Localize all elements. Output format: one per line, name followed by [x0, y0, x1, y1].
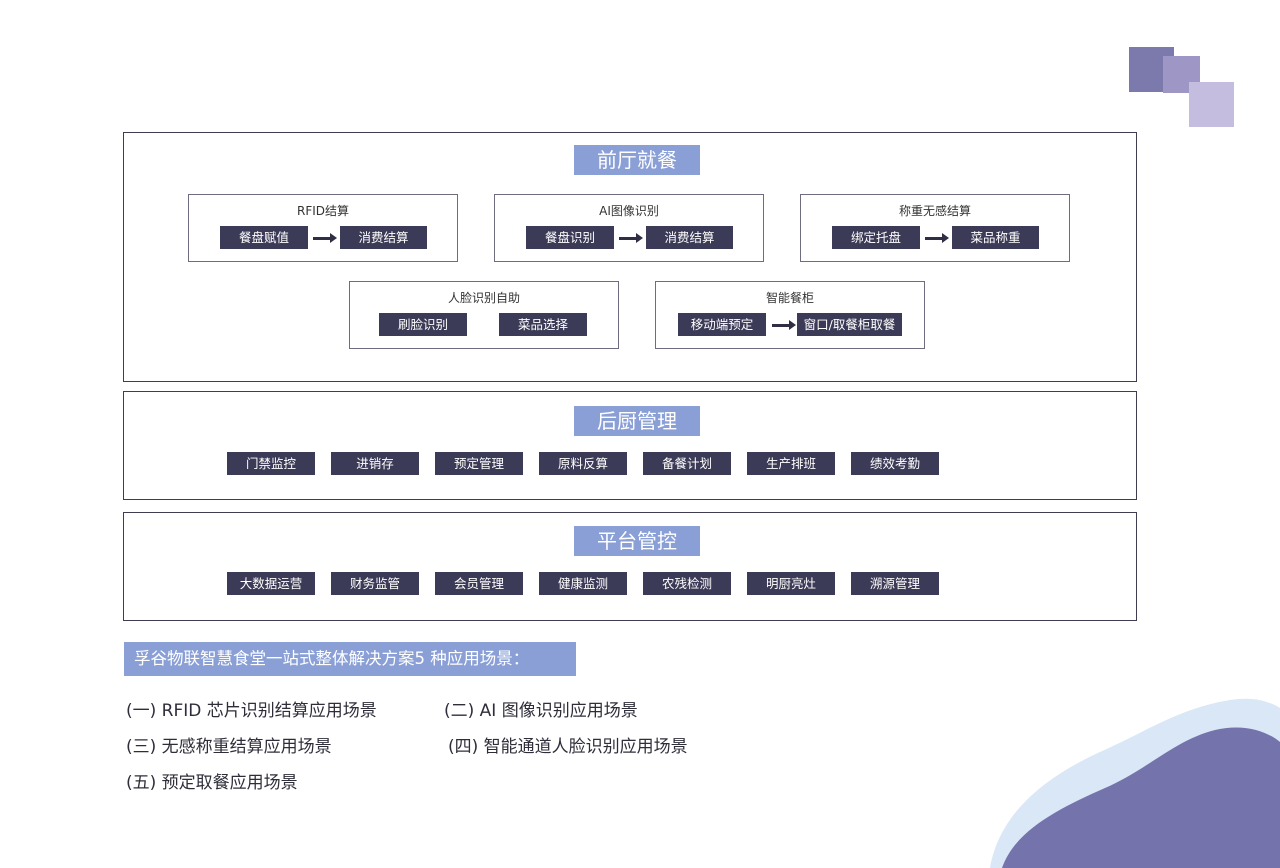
kitchen-item: 原料反算 [539, 452, 627, 475]
group-title: RFID结算 [296, 204, 350, 218]
kitchen-item: 门禁监控 [227, 452, 315, 475]
panel-title: 后厨管理 [574, 406, 700, 436]
kitchen-item: 预定管理 [435, 452, 523, 475]
arrow-right-icon [925, 233, 949, 243]
scene-item: (三) 无感称重结算应用场景 [126, 737, 332, 757]
group-rfid: RFID结算 餐盘赋值 消费结算 [188, 194, 458, 262]
platform-item: 大数据运营 [227, 572, 315, 595]
chip-consume-settle: 消费结算 [646, 226, 733, 249]
kitchen-item: 备餐计划 [643, 452, 731, 475]
platform-item: 财务监管 [331, 572, 419, 595]
kitchen-item: 绩效考勤 [851, 452, 939, 475]
kitchen-item: 生产排班 [747, 452, 835, 475]
chip-tray-assign: 餐盘赋值 [220, 226, 308, 249]
decor-square-light [1189, 82, 1234, 127]
panel-title: 平台管控 [574, 526, 700, 556]
platform-item: 溯源管理 [851, 572, 939, 595]
kitchen-item: 进销存 [331, 452, 419, 475]
chip-dish-weigh: 菜品称重 [952, 226, 1039, 249]
arrow-right-icon [619, 233, 643, 243]
group-smart-cabinet: 智能餐柜 移动端预定 窗口/取餐柜取餐 [655, 281, 925, 349]
group-face: 人脸识别自助 刷脸识别 菜品选择 [349, 281, 619, 349]
scene-item: (四) 智能通道人脸识别应用场景 [448, 737, 688, 757]
panel-title: 前厅就餐 [574, 145, 700, 175]
group-ai: AI图像识别 餐盘识别 消费结算 [494, 194, 764, 262]
group-title: 智能餐柜 [765, 291, 814, 305]
group-title: AI图像识别 [599, 204, 659, 218]
scene-item: (二) AI 图像识别应用场景 [444, 701, 638, 721]
panel-front-dining: 前厅就餐 RFID结算 餐盘赋值 消费结算 AI图像识别 餐盘识别 消费结算 称… [123, 132, 1137, 382]
chip-mobile-reserve: 移动端预定 [678, 313, 766, 336]
arrow-right-icon [772, 320, 796, 330]
arrow-right-icon [313, 233, 337, 243]
chip-pickup: 窗口/取餐柜取餐 [797, 313, 902, 336]
scene-item: (五) 预定取餐应用场景 [126, 773, 298, 793]
decor-wave [990, 698, 1280, 868]
platform-item: 健康监测 [539, 572, 627, 595]
scene-item: (一) RFID 芯片识别结算应用场景 [126, 701, 377, 721]
panel-kitchen: 后厨管理 门禁监控 进销存 预定管理 原料反算 备餐计划 生产排班 绩效考勤 [123, 391, 1137, 500]
platform-item: 明厨亮灶 [747, 572, 835, 595]
platform-item: 会员管理 [435, 572, 523, 595]
chip-dish-select: 菜品选择 [499, 313, 587, 336]
panel-platform: 平台管控 大数据运营 财务监管 会员管理 健康监测 农残检测 明厨亮灶 溯源管理 [123, 512, 1137, 621]
group-title: 称重无感结算 [898, 204, 971, 218]
chip-tray-recognize: 餐盘识别 [526, 226, 614, 249]
group-title: 人脸识别自助 [447, 291, 520, 305]
chip-face-scan: 刷脸识别 [379, 313, 467, 336]
chip-consume-settle: 消费结算 [340, 226, 427, 249]
scenes-banner: 孚谷物联智慧食堂一站式整体解决方案5 种应用场景： [124, 642, 576, 676]
group-weigh: 称重无感结算 绑定托盘 菜品称重 [800, 194, 1070, 262]
platform-item: 农残检测 [643, 572, 731, 595]
chip-bind-tray: 绑定托盘 [832, 226, 920, 249]
